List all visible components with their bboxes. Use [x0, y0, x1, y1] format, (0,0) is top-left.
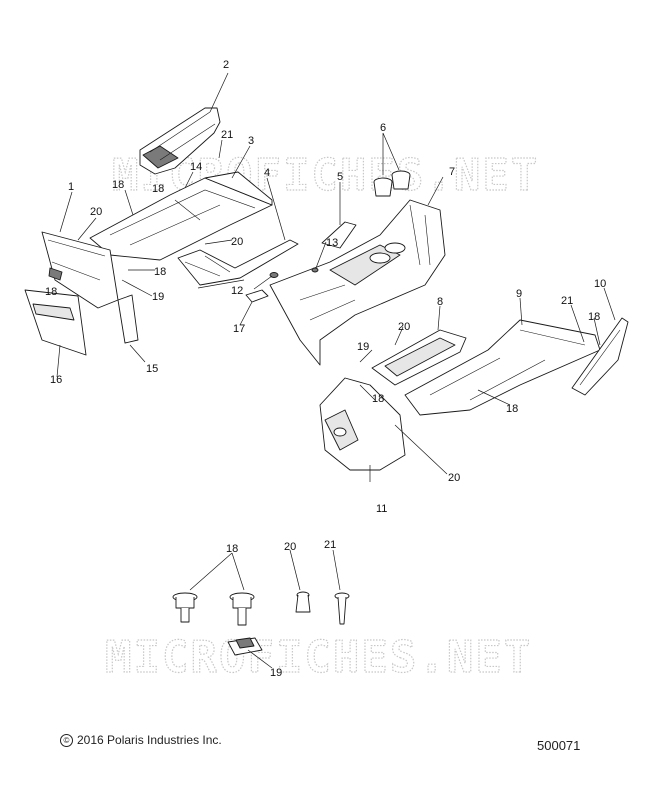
callout-18-f: 18 — [372, 393, 384, 405]
callout-1: 1 — [68, 181, 74, 193]
part-17-plate — [245, 289, 269, 303]
callout-9: 9 — [516, 288, 522, 300]
callout-21-right: 21 — [561, 295, 573, 307]
callout-18-h: 18 — [226, 543, 238, 555]
fastener-18-left — [172, 592, 198, 623]
callout-18-e: 18 — [588, 311, 600, 323]
callout-11: 11 — [376, 503, 387, 515]
callout-21-bottom: 21 — [324, 539, 336, 551]
callout-19-a: 19 — [152, 291, 164, 303]
callouts: 2 6 21 3 14 7 4 5 18 18 1 20 20 13 18 12… — [45, 59, 606, 679]
watermark-bottom: MICROFICHES.NET — [105, 632, 532, 683]
callout-2: 2 — [223, 59, 229, 71]
callout-13: 13 — [326, 237, 338, 249]
callout-18-a: 18 — [112, 179, 124, 191]
callout-6: 6 — [380, 122, 386, 134]
part-6-cup-holders — [373, 170, 411, 197]
callout-19-b: 19 — [357, 341, 369, 353]
callout-8: 8 — [437, 296, 443, 308]
callout-10: 10 — [594, 278, 606, 290]
callout-18-c: 18 — [154, 266, 166, 278]
callout-20-d: 20 — [448, 472, 460, 484]
fastener-20 — [295, 591, 311, 613]
fastener-21 — [334, 592, 350, 625]
callout-4: 4 — [264, 167, 270, 179]
part-13-clip — [311, 267, 319, 273]
callout-7: 7 — [449, 166, 455, 178]
callout-19-c: 19 — [270, 667, 282, 679]
callout-20-a: 20 — [90, 206, 102, 218]
leader-lines — [56, 72, 616, 669]
part-15-small-panel — [117, 294, 139, 344]
part-2-upper-cover — [139, 107, 221, 175]
fastener-19-clip — [227, 637, 263, 656]
callout-16: 16 — [50, 374, 62, 386]
callout-12: 12 — [231, 285, 243, 297]
part-7-center-console — [269, 199, 446, 366]
part-4-strip — [177, 239, 299, 286]
callout-20-e: 20 — [284, 541, 296, 553]
callout-20-b: 20 — [231, 236, 243, 248]
callout-18-d: 18 — [45, 286, 57, 298]
callout-15: 15 — [146, 363, 158, 375]
callout-3: 3 — [248, 135, 254, 147]
part-16-lower-left-panel — [24, 289, 87, 356]
callout-21-top: 21 — [221, 129, 233, 141]
part-3-upper-tray — [89, 171, 273, 261]
callout-14: 14 — [190, 161, 202, 173]
part-5-bracket — [321, 221, 357, 249]
copyright-notice: © 2016 Polaris Industries Inc. — [60, 733, 222, 747]
callout-5: 5 — [337, 171, 343, 183]
copyright-text: 2016 Polaris Industries Inc. — [77, 733, 222, 747]
callout-20-c: 20 — [398, 321, 410, 333]
part-1-left-side-panel — [41, 231, 119, 309]
part-10-right-side-panel — [571, 317, 629, 396]
copyright-icon: © — [60, 734, 73, 747]
document-number: 500071 — [537, 738, 581, 753]
part-8-tray — [371, 329, 467, 386]
fastener-18-right — [229, 592, 255, 626]
callout-17: 17 — [233, 323, 245, 335]
callout-18-g: 18 — [506, 403, 518, 415]
part-11-front-console — [319, 377, 406, 471]
callout-18-b: 18 — [152, 183, 164, 195]
